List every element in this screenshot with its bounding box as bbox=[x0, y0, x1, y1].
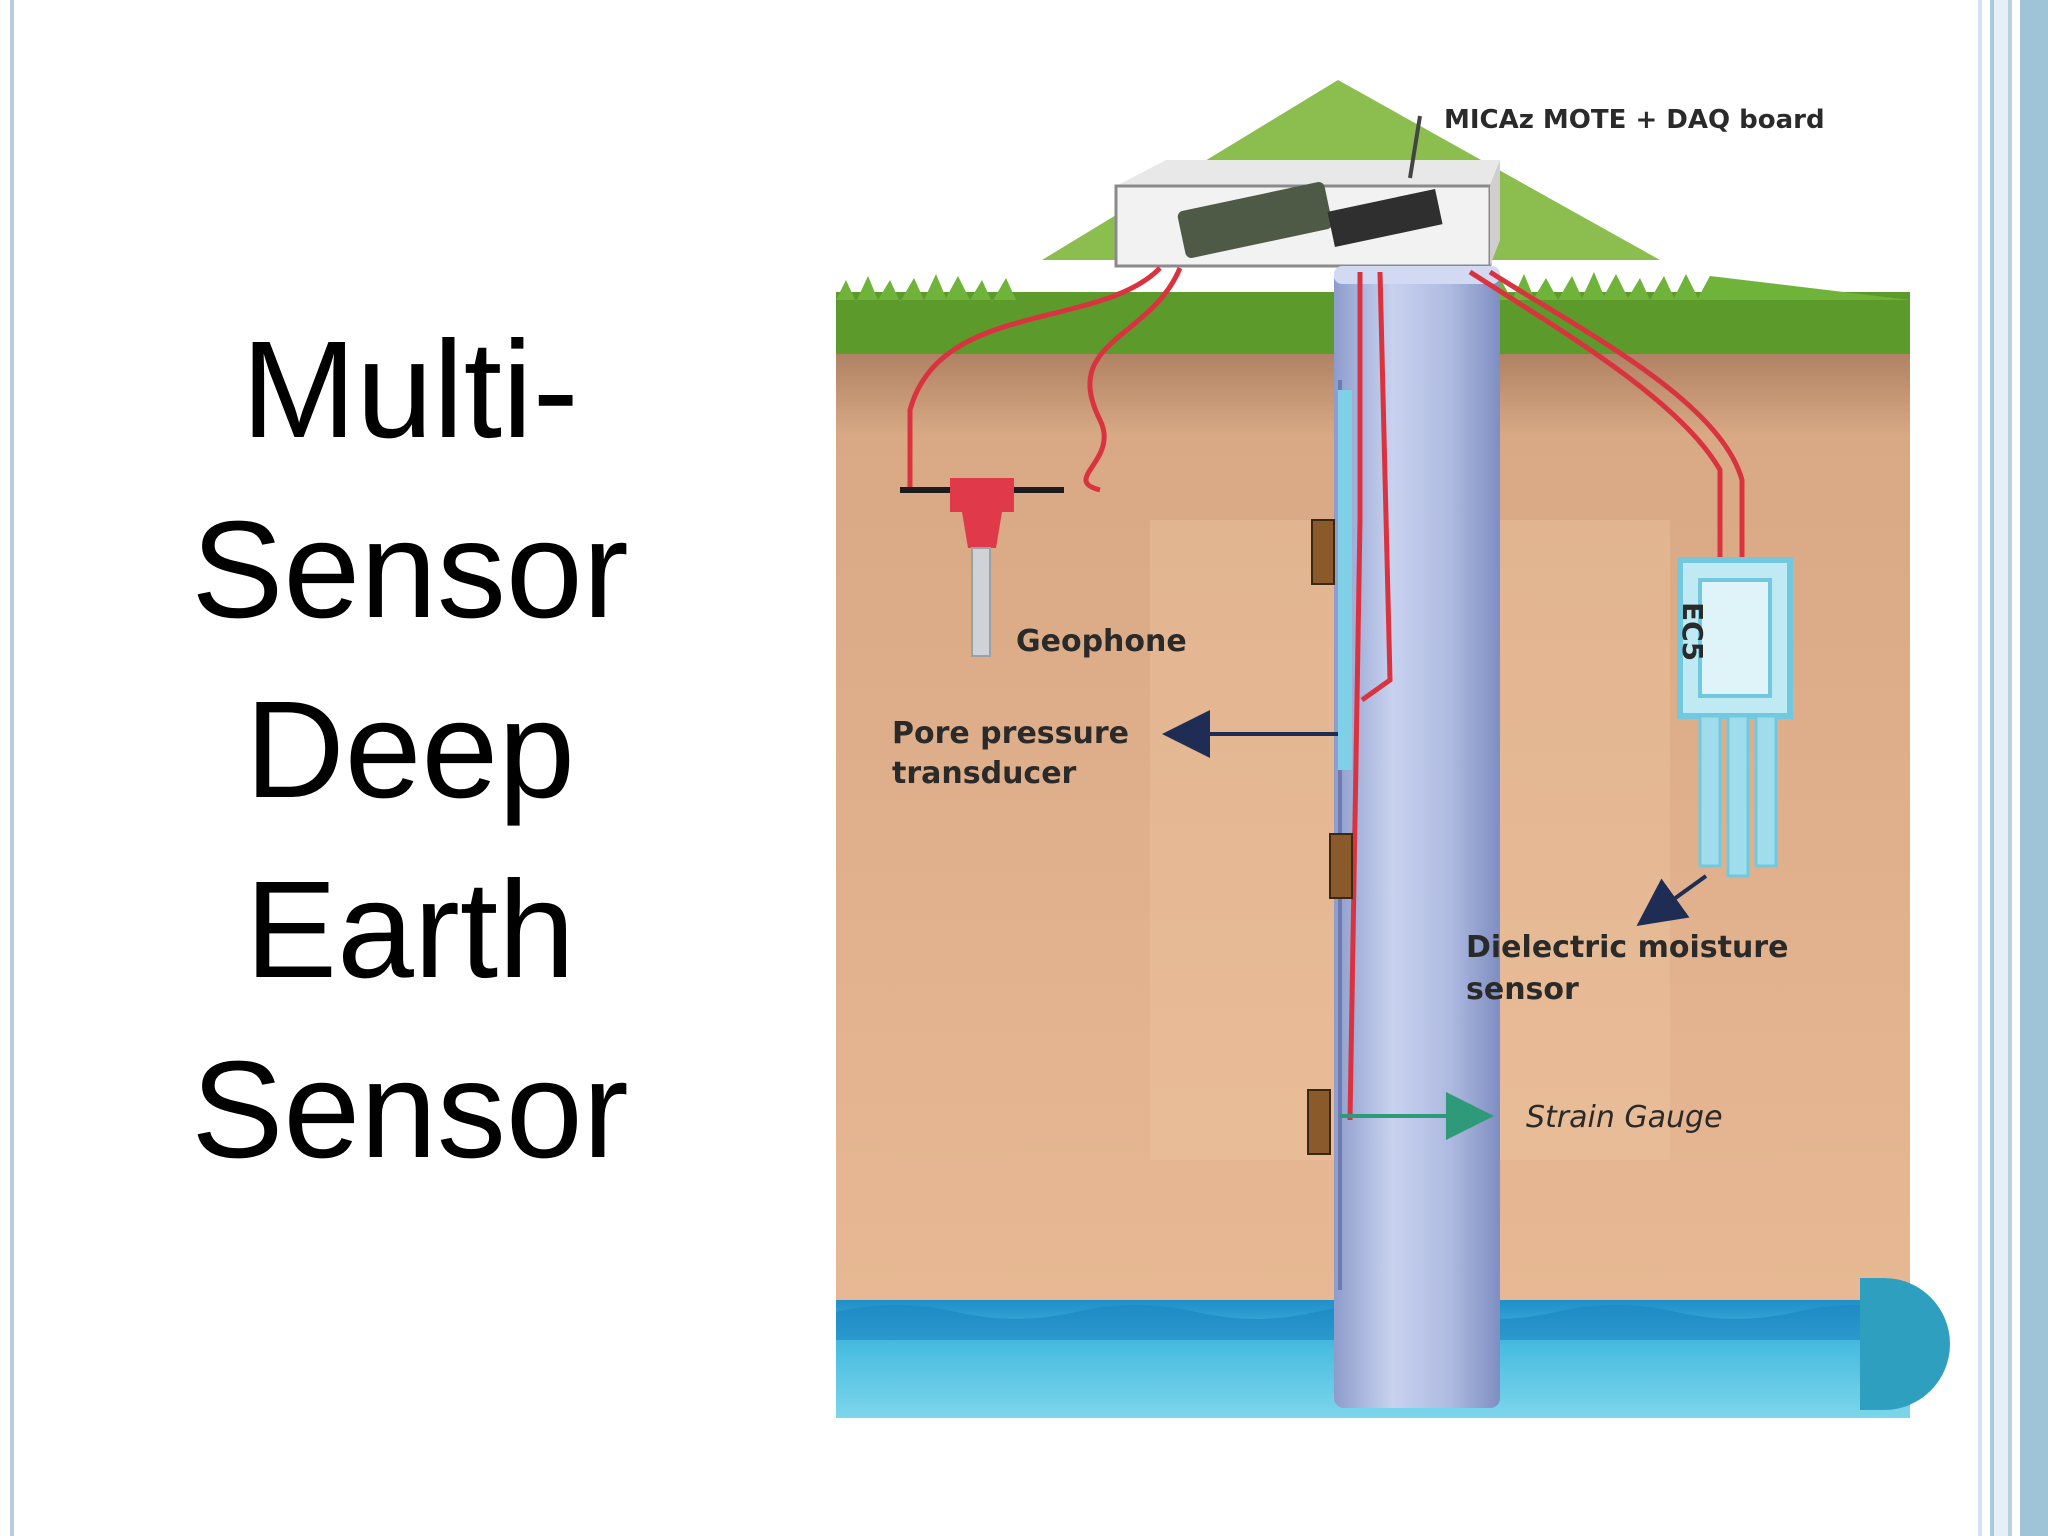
slide-title: Multi- Sensor Deep Earth Sensor bbox=[120, 300, 700, 1200]
ec5-label: EC5 bbox=[1676, 602, 1709, 662]
strain-gauge-label: Strain Gauge bbox=[1526, 1100, 1723, 1135]
wires bbox=[907, 266, 1745, 1121]
dielectric-arrow bbox=[1636, 874, 1708, 927]
grass-blades bbox=[836, 272, 1910, 302]
title-line-3: Deep bbox=[245, 673, 575, 827]
title-line-4: Earth bbox=[245, 853, 575, 1007]
strain-gauge-markers bbox=[1307, 519, 1353, 1155]
pore-pressure-label-line1: Pore pressure bbox=[892, 716, 1130, 751]
pipe-cap bbox=[1334, 266, 1500, 284]
dielectric-label-line2: sensor bbox=[1466, 972, 1579, 1007]
dielectric-label-line1: Dielectric moisture bbox=[1466, 930, 1789, 965]
mote-label: MICAz MOTE + DAQ board bbox=[1444, 105, 1825, 135]
slide-frame-right bbox=[1968, 0, 2048, 1536]
ec5-sensor bbox=[1677, 557, 1793, 878]
geophone-label: Geophone bbox=[1016, 624, 1187, 659]
title-line-2: Sensor bbox=[191, 493, 629, 647]
pore-pressure-label-line2: transducer bbox=[892, 756, 1077, 791]
title-line-1: Multi- bbox=[241, 313, 579, 467]
mote-box bbox=[1114, 115, 1500, 268]
title-line-5: Sensor bbox=[191, 1033, 629, 1187]
inner-sensor-rod bbox=[1338, 390, 1352, 770]
geophone-sensor bbox=[900, 478, 1064, 657]
slide-frame-left bbox=[10, 0, 14, 1536]
